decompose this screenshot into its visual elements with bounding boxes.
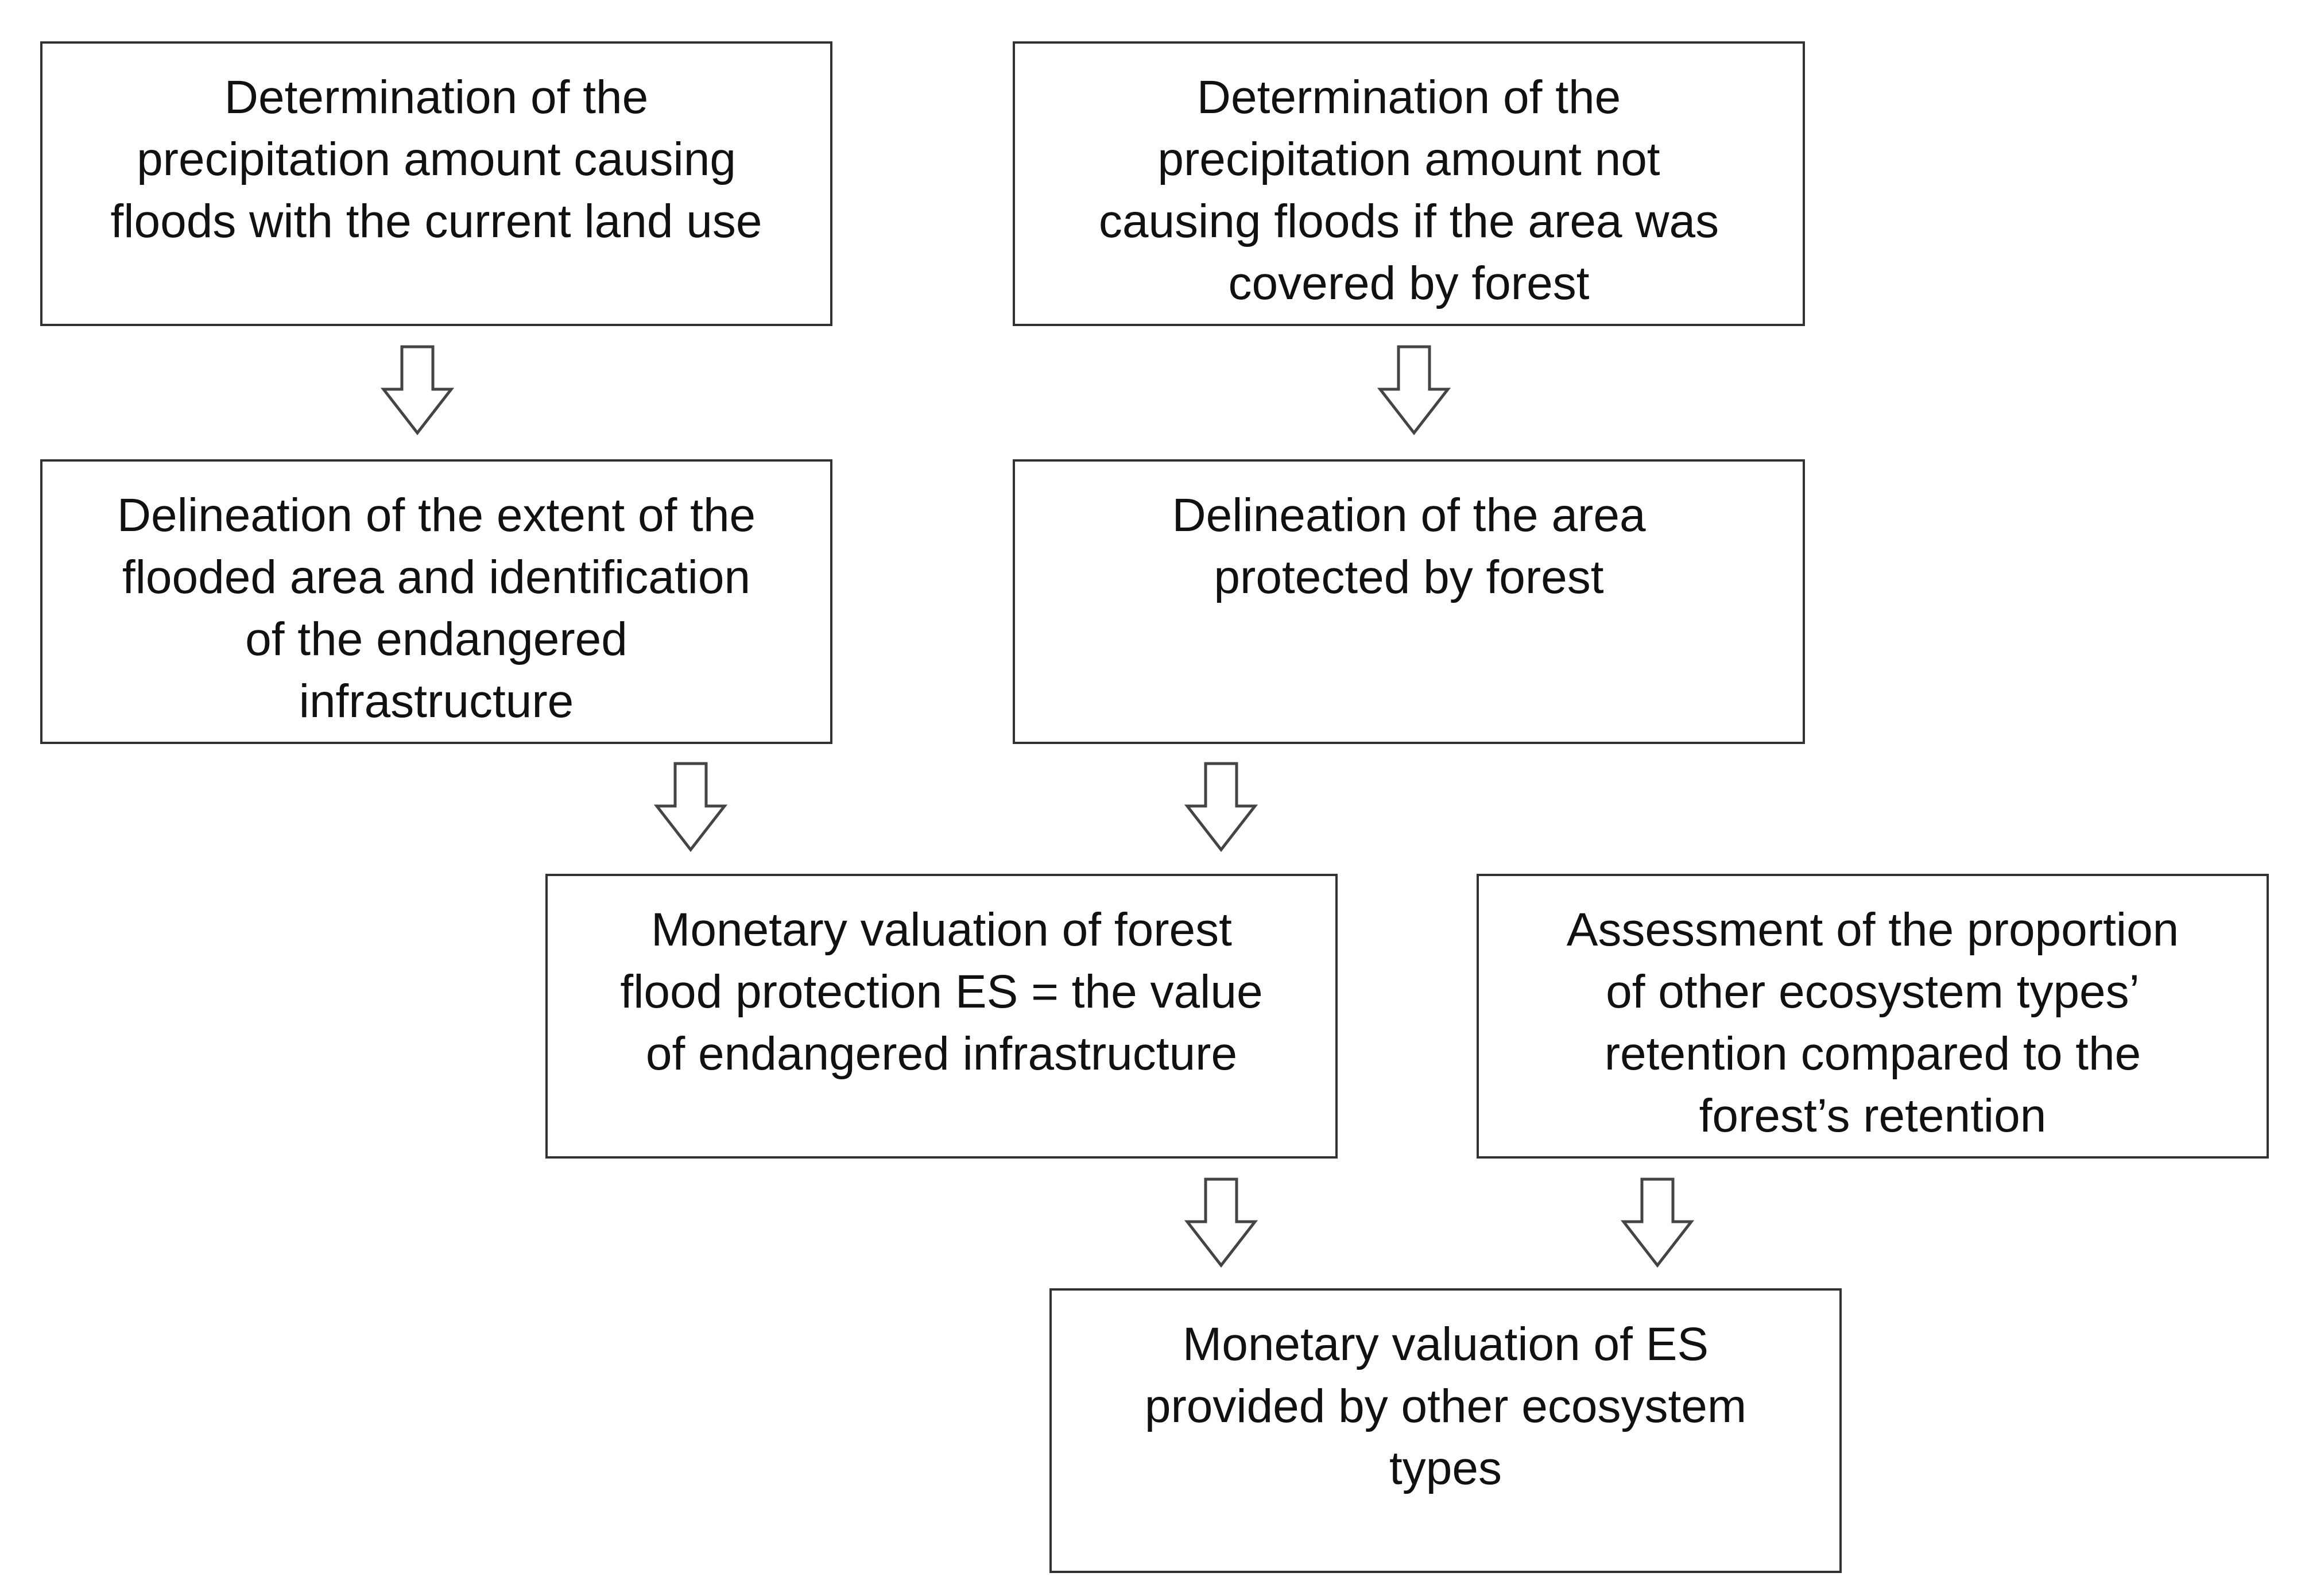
box-other-ecosystem-valuation: Monetary valuation of ES provided by oth… (1049, 1288, 1842, 1573)
down-arrow-icon (1620, 1177, 1695, 1269)
box-precip-causing-floods-text: Determination of the precipitation amoun… (110, 71, 762, 247)
down-arrow-icon (653, 761, 728, 853)
down-arrow-icon (380, 344, 455, 436)
box-flooded-area-delineation: Delineation of the extent of the flooded… (40, 459, 832, 744)
down-arrow-icon (1184, 761, 1258, 853)
box-forest-flood-protection-valuation: Monetary valuation of forest flood prote… (545, 874, 1338, 1159)
box-protected-area-delineation-text: Delineation of the area protected by for… (1172, 489, 1646, 603)
box-precip-causing-floods: Determination of the precipitation amoun… (40, 41, 832, 326)
box-other-ecosystem-retention-text: Assessment of the proportion of other ec… (1566, 904, 2179, 1142)
box-forest-flood-protection-valuation-text: Monetary valuation of forest flood prote… (620, 904, 1263, 1080)
box-precip-not-causing-floods-text: Determination of the precipitation amoun… (1098, 71, 1719, 309)
box-other-ecosystem-retention: Assessment of the proportion of other ec… (1477, 874, 2269, 1159)
down-arrow-icon (1377, 344, 1451, 436)
down-arrow-icon (1184, 1177, 1258, 1269)
box-other-ecosystem-valuation-text: Monetary valuation of ES provided by oth… (1144, 1318, 1747, 1494)
box-protected-area-delineation: Delineation of the area protected by for… (1013, 459, 1805, 744)
box-flooded-area-delineation-text: Delineation of the extent of the flooded… (117, 489, 756, 727)
box-precip-not-causing-floods: Determination of the precipitation amoun… (1013, 41, 1805, 326)
